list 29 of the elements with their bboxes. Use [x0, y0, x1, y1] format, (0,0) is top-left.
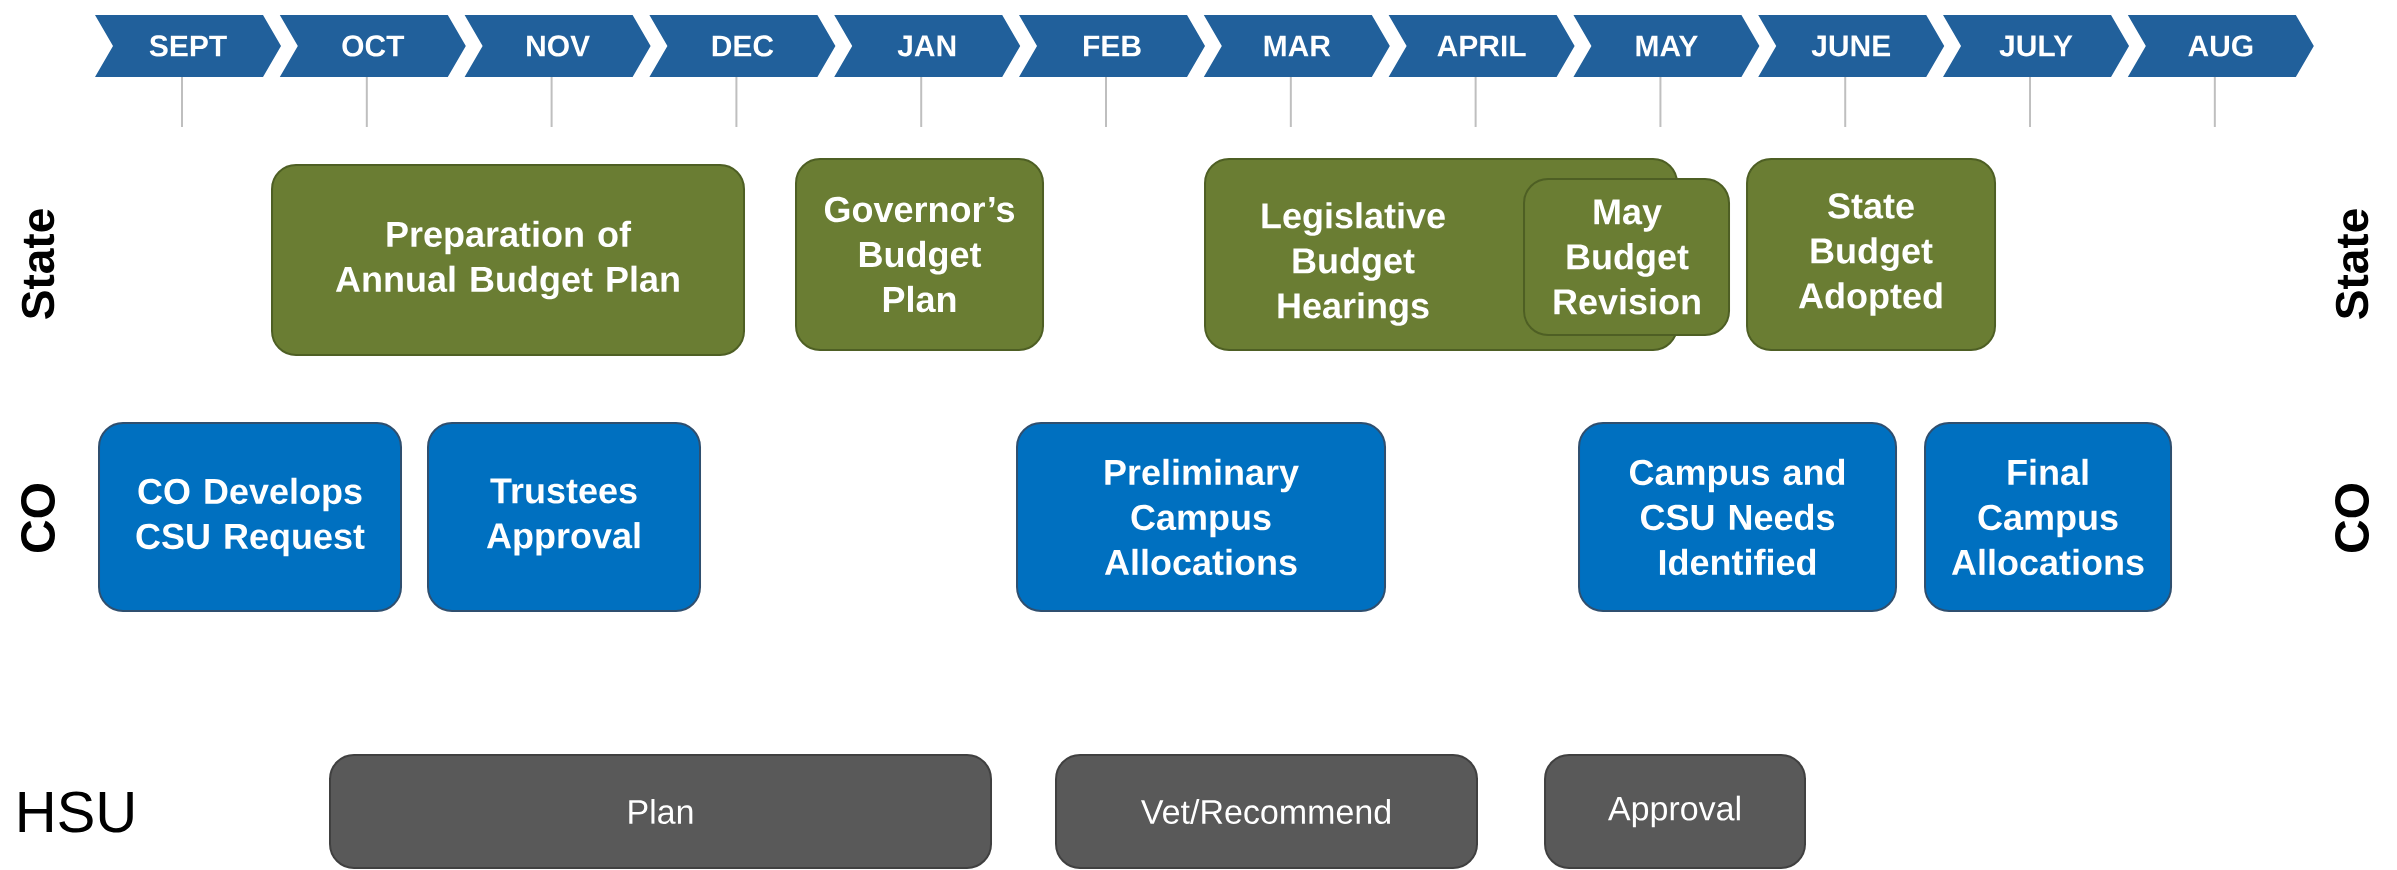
- process-box: Governor’s Budget Plan: [795, 158, 1044, 351]
- process-box: Trustees Approval: [427, 422, 701, 612]
- row-label: State: [2335, 209, 2369, 319]
- month-band: AUG: [2127, 15, 2314, 77]
- process-box: Final Campus Allocations: [1924, 422, 2173, 612]
- row-label: HSU: [19, 791, 133, 833]
- row-label: State: [21, 209, 55, 319]
- process-box: Campus and CSU Needs Identified: [1578, 422, 1898, 612]
- process-box: Preparation of Annual Budget Plan: [271, 164, 745, 356]
- process-box: State Budget Adopted: [1746, 158, 1997, 351]
- month-band: NOV: [464, 15, 651, 77]
- row-label: CO: [21, 484, 55, 552]
- month-band: SEPT: [95, 15, 281, 77]
- month-band: JAN: [834, 15, 1021, 77]
- row-label: CO: [2335, 484, 2370, 552]
- phase-bar: Vet/Recommend: [1055, 754, 1478, 869]
- month-band: APRIL: [1388, 15, 1575, 77]
- month-band: DEC: [649, 15, 836, 77]
- month-band: FEB: [1019, 15, 1205, 77]
- phase-bar: Approval: [1544, 754, 1807, 869]
- phase-bar: Plan: [329, 754, 992, 869]
- month-band: JUNE: [1758, 15, 1945, 77]
- process-box: May Budget Revision: [1523, 178, 1730, 336]
- month-band: OCT: [279, 15, 466, 77]
- process-box: Preliminary Campus Allocations: [1016, 422, 1386, 612]
- month-band: JULY: [1943, 15, 2130, 77]
- month-band: MAY: [1573, 15, 1760, 77]
- process-box: CO Develops CSU Request: [98, 422, 402, 612]
- month-band: MAR: [1203, 15, 1390, 77]
